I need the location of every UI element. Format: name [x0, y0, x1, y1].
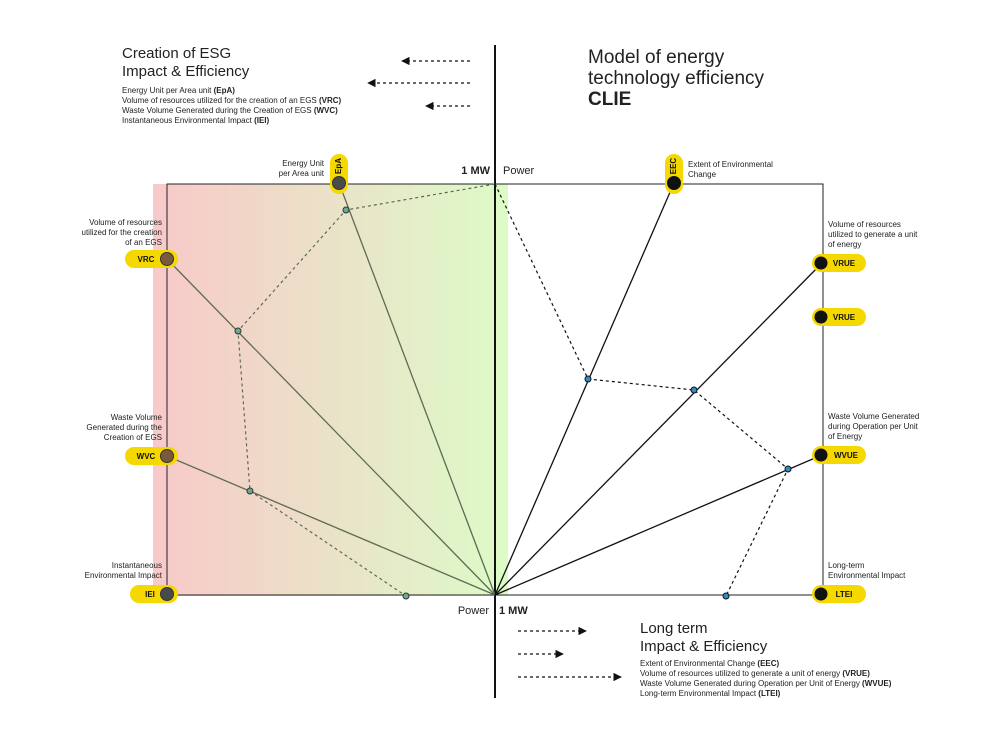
left-legend-item: Waste Volume Generated during the Creati… — [122, 106, 338, 115]
svg-text:WVUE: WVUE — [834, 451, 859, 460]
right-box — [494, 183, 824, 596]
badge-eec: EEC — [665, 154, 683, 194]
marker-iei — [402, 592, 410, 600]
svg-text:Generated during the: Generated during the — [86, 423, 162, 432]
bottom-header-title-2: Impact & Efficiency — [640, 638, 768, 655]
left-header-title-2: Impact & Efficiency — [122, 63, 250, 80]
label-vrc: Volume of resources utilized for the cre… — [82, 218, 163, 247]
right-header-title-2: technology efficiency — [588, 68, 765, 89]
bottom-right-arrows — [518, 626, 622, 682]
bottom-legend-item: Volume of resources utilized to generate… — [640, 669, 870, 678]
left-header-title-1: Creation of ESG — [122, 45, 231, 62]
svg-text:per Area unit: per Area unit — [279, 169, 325, 178]
right-markers — [584, 375, 792, 600]
svg-text:Energy Unit: Energy Unit — [282, 159, 325, 168]
svg-text:of Energy: of Energy — [828, 432, 862, 441]
svg-text:Waste Volume Generated: Waste Volume Generated — [828, 412, 919, 421]
badge-vrue-2: VRUE — [812, 308, 866, 326]
svg-text:Instantaneous: Instantaneous — [112, 561, 162, 570]
label-vrue: Volume of resources utilized to generate… — [828, 220, 918, 249]
label-ltei: Long-term Environmental Impact — [828, 561, 906, 580]
axis-bottom-value: 1 MW — [499, 605, 528, 617]
label-wvue: Waste Volume Generated during Operation … — [828, 412, 919, 441]
svg-text:WVC: WVC — [137, 452, 156, 461]
badge-ltei: LTEI — [812, 585, 866, 603]
svg-text:Volume of resources: Volume of resources — [89, 218, 162, 227]
svg-text:Creation of EGS: Creation of EGS — [104, 433, 162, 442]
left-markers — [234, 206, 410, 600]
svg-text:utilized for the creation: utilized for the creation — [82, 228, 163, 237]
left-solid-lines — [166, 182, 496, 596]
badge-epa: EpA — [330, 154, 348, 194]
svg-text:Long-term: Long-term — [828, 561, 865, 570]
marker-eec — [584, 375, 592, 383]
badge-vrue-1: VRUE — [812, 254, 866, 272]
marker-ltei — [722, 592, 730, 600]
left-legend-item: Energy Unit per Area unit (EpA) — [122, 86, 235, 95]
label-iei: Instantaneous Environmental Impact — [85, 561, 163, 580]
top-left-arrows — [367, 56, 470, 111]
left-legend-item: Volume of resources utilized for the cre… — [122, 96, 342, 105]
marker-wvc — [246, 487, 254, 495]
svg-text:during Operation per Unit: during Operation per Unit — [828, 422, 919, 431]
right-header-title-3: CLIE — [588, 89, 631, 110]
svg-text:of energy: of energy — [828, 240, 861, 249]
left-header: Creation of ESG Impact & Efficiency Ener… — [122, 45, 342, 125]
left-legend-item: Instantaneous Environmental Impact (IEI) — [122, 116, 270, 125]
badge-vrc: VRC — [125, 250, 178, 268]
label-wvc: Waste Volume Generated during the Creati… — [86, 413, 162, 442]
svg-text:Volume of resources: Volume of resources — [828, 220, 901, 229]
svg-text:of an EGS: of an EGS — [125, 238, 162, 247]
bottom-legend-item: Long-term Environmental Impact (LTEI) — [640, 689, 781, 698]
svg-text:Change: Change — [688, 170, 717, 179]
right-solid-lines — [494, 182, 823, 596]
bottom-legend-item: Waste Volume Generated during Operation … — [640, 679, 892, 688]
marker-epa — [342, 206, 350, 214]
svg-text:EEC: EEC — [669, 158, 678, 175]
label-eec: Extent of Environmental Change — [688, 160, 773, 179]
badge-iei: IEI — [130, 585, 178, 603]
svg-text:Waste Volume: Waste Volume — [111, 413, 163, 422]
bottom-right-header: Long term Impact & Efficiency Extent of … — [640, 620, 892, 698]
label-epa: Energy Unit per Area unit — [279, 159, 325, 178]
bottom-legend-item: Extent of Environmental Change (EEC) — [640, 659, 780, 668]
svg-text:EpA: EpA — [334, 158, 343, 174]
svg-text:IEI: IEI — [145, 590, 155, 599]
right-header: Model of energy technology efficiency CL… — [588, 47, 765, 110]
svg-text:utilized to generate a unit: utilized to generate a unit — [828, 230, 918, 239]
svg-text:Environmental Impact: Environmental Impact — [828, 571, 906, 580]
marker-vrc — [234, 327, 242, 335]
marker-vrue — [690, 386, 698, 394]
svg-text:VRC: VRC — [138, 255, 155, 264]
svg-text:LTEI: LTEI — [836, 590, 853, 599]
right-header-title-1: Model of energy — [588, 47, 725, 68]
bottom-header-title-1: Long term — [640, 620, 708, 637]
svg-text:VRUE: VRUE — [833, 259, 856, 268]
svg-text:Extent of Environmental: Extent of Environmental — [688, 160, 773, 169]
left-gradient-panel — [153, 184, 508, 596]
badge-wvc: WVC — [125, 447, 178, 465]
axis-top-label: Power — [503, 165, 535, 177]
badge-wvue: WVUE — [812, 446, 866, 464]
svg-text:VRUE: VRUE — [833, 313, 856, 322]
axis-bottom-label: Power — [458, 605, 490, 617]
svg-text:Environmental Impact: Environmental Impact — [85, 571, 163, 580]
right-dotted-polygon — [494, 183, 789, 597]
marker-wvue — [784, 465, 792, 473]
axis-top-value: 1 MW — [461, 165, 490, 177]
